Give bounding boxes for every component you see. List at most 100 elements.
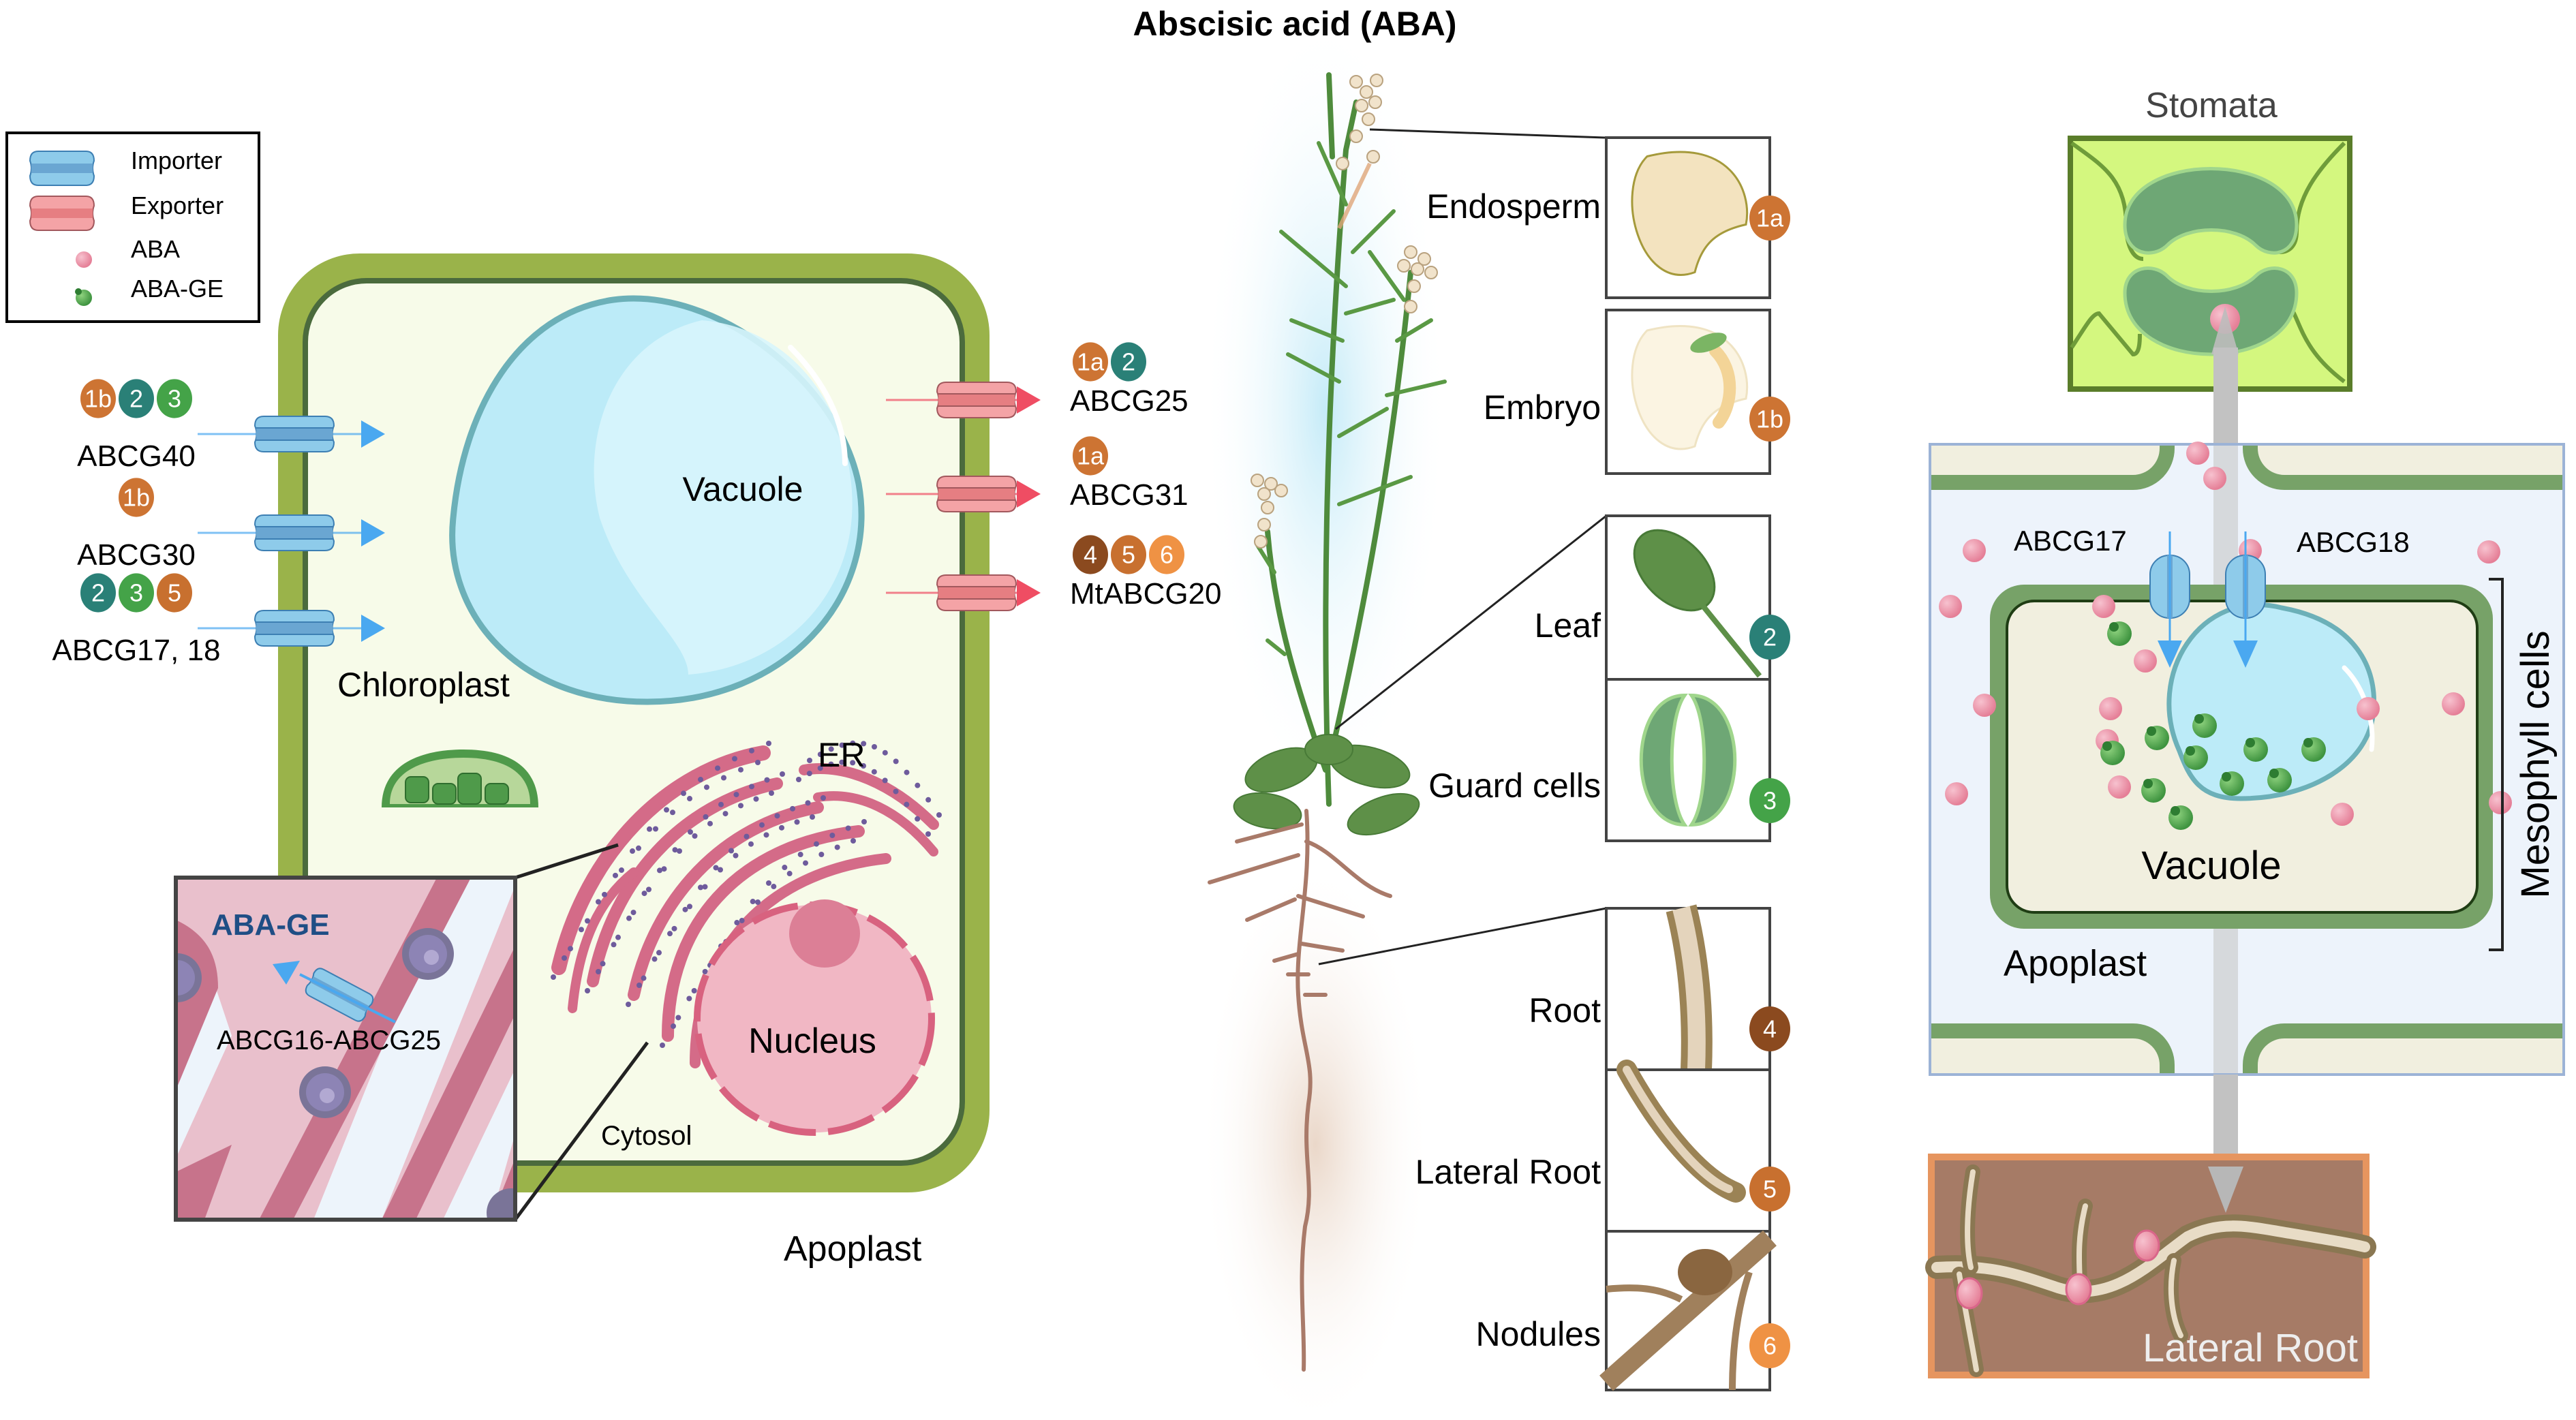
exporter-transporter-icon	[936, 574, 1017, 611]
tissue-box	[1605, 678, 1771, 842]
badge-label: 2	[1763, 623, 1777, 651]
aba-molecule-icon	[1963, 539, 1986, 562]
chloroplast-label: Chloroplast	[337, 666, 510, 704]
flower-clusters	[1251, 74, 1438, 549]
badge-label: 5	[168, 579, 181, 607]
mesophyll-bracket	[2489, 578, 2504, 951]
badge-1b: 1b	[80, 379, 116, 418]
nodule-root-icon	[1599, 1230, 1777, 1391]
guard-cell-icon	[2123, 167, 2299, 356]
badge-label: 2	[129, 385, 143, 413]
exporter-transporter-icon	[936, 382, 1017, 418]
badge-4: 4	[1073, 535, 1108, 574]
tissue-label: Leaf	[1535, 606, 1601, 645]
badge-label: 1a	[1077, 442, 1105, 470]
arrow-right-icon	[361, 420, 385, 448]
tissue-panel	[1605, 309, 1771, 475]
badge-label: 1b	[85, 385, 112, 413]
arrow-icon	[273, 961, 300, 985]
importer-transporter-icon	[254, 416, 335, 452]
badge-1b: 1b	[119, 478, 154, 517]
mesophyll-panel: ABCG17 ABCG18 Vacuole Apoplast	[1929, 442, 2565, 1076]
tissue-label: Lateral Root	[1415, 1153, 1601, 1191]
badge-2: 2	[1111, 342, 1146, 382]
badge-label: 4	[1084, 541, 1097, 569]
abcg17-label: ABCG17	[2014, 525, 2127, 557]
badge-label: 3	[168, 385, 181, 413]
badge-6: 6	[1749, 1323, 1790, 1368]
nucleus	[694, 899, 935, 1136]
badge-label: 6	[1763, 1332, 1777, 1360]
tissue-panel	[1605, 1060, 1771, 1233]
importer-transporter-icon	[254, 610, 335, 647]
badge-6: 6	[1149, 535, 1184, 574]
vacuole	[449, 295, 865, 705]
nucleus-label: Nucleus	[748, 1021, 876, 1061]
exporter-name: ABCG25	[1070, 384, 1189, 418]
aba-molecule-icon	[2477, 540, 2500, 564]
importer-name: ABCG17, 18	[52, 634, 220, 667]
arrow-down-icon	[2158, 640, 2182, 668]
aba-molecule-icon	[1973, 694, 1996, 717]
badge-label: 1a	[1077, 348, 1105, 376]
badge-5: 5	[1749, 1167, 1790, 1211]
aba-molecule-icon	[2203, 467, 2226, 490]
exporter-name: ABCG31	[1070, 478, 1189, 512]
legend-aba-ge-label: ABA-GE	[131, 275, 224, 303]
arrow-down-icon	[2208, 1167, 2243, 1213]
endoplasmic-reticulum	[551, 745, 939, 1068]
badge-2: 2	[80, 573, 116, 613]
importer-name: ABCG30	[77, 538, 196, 572]
aba-molecule-icon	[2108, 775, 2131, 799]
inset-transporter-label: ABCG16-ABCG25	[217, 1025, 441, 1055]
inset-aba-ge-label: ABA-GE	[211, 908, 330, 942]
badge-1a: 1a	[1073, 436, 1108, 476]
mesophyll-vacuole-label: Vacuole	[2141, 844, 2281, 888]
rosette-leaves	[1233, 734, 1420, 836]
tissue-label: Guard cells	[1428, 767, 1601, 805]
apoplast-label: Apoplast	[784, 1229, 922, 1269]
badge-5: 5	[157, 573, 192, 613]
exporter-name: MtABCG20	[1070, 577, 1222, 611]
badge-3: 3	[157, 379, 192, 418]
arrow-down-icon	[2233, 640, 2258, 668]
legend-exporter-label: Exporter	[131, 191, 224, 219]
importer-name: ABCG40	[77, 439, 196, 473]
badge-3: 3	[1749, 778, 1790, 823]
legend: Importer Exporter ABA ABA-GE	[5, 132, 260, 323]
leaf-icon	[1633, 529, 1716, 612]
badge-2: 2	[119, 379, 154, 418]
exporter-transporter-icon	[936, 476, 1017, 512]
aba-molecule-icon	[2442, 692, 2465, 715]
aba-molecule-icon	[2092, 595, 2115, 618]
tissue-panel	[1605, 514, 1771, 681]
arrow-right-icon	[361, 615, 385, 642]
aba-molecule-icon	[2099, 697, 2122, 720]
aba-molecule-icon	[1939, 595, 1962, 618]
badge-1a: 1a	[1749, 196, 1790, 241]
importer-transporter-icon	[254, 514, 335, 551]
callout-lines	[1318, 128, 1607, 966]
arabidopsis-plant	[1199, 14, 1607, 1420]
er-ribosomes	[551, 740, 942, 1048]
lateral-root-soil-panel	[1925, 1154, 2376, 1378]
chloroplast	[382, 750, 538, 807]
arrow-right-icon	[1017, 480, 1041, 508]
badge-label: 6	[1160, 541, 1174, 569]
badge-1b: 1b	[1749, 397, 1790, 442]
legend-aba-label: ABA	[131, 235, 180, 263]
endosperm-icon	[1631, 151, 1749, 276]
aba-ge-molecule-icon	[75, 288, 92, 306]
lateral-root-panel-label: Lateral Root	[2143, 1326, 2358, 1370]
stomata-label: Stomata	[2145, 86, 2278, 125]
badge-3: 3	[119, 573, 154, 613]
arrow-right-icon	[1017, 386, 1041, 414]
aba-molecule-icon	[2489, 791, 2512, 814]
tissue-label: Embryo	[1484, 388, 1601, 427]
tissue-panel	[1605, 136, 1771, 299]
tissue-label: Nodules	[1476, 1315, 1601, 1353]
